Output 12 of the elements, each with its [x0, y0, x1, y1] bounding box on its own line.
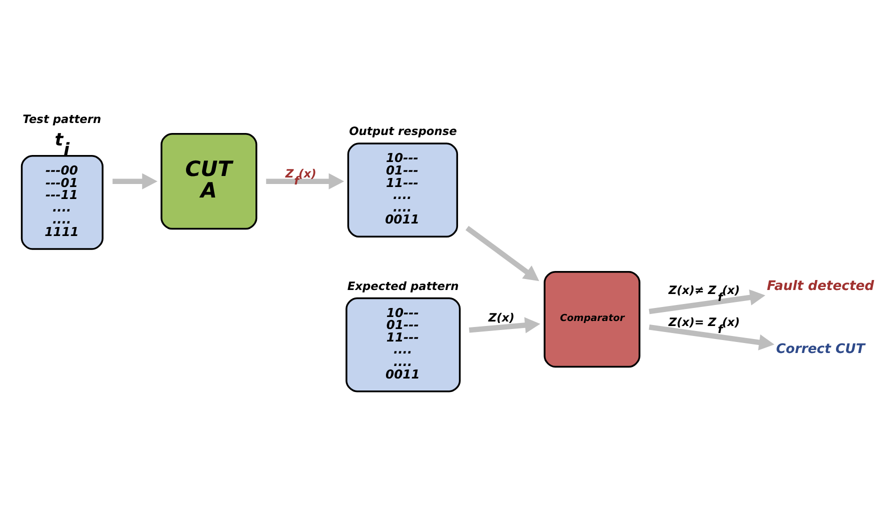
node-text: Fault detected: [766, 278, 874, 294]
node-label: Output response: [349, 124, 457, 138]
arrow: [648, 324, 774, 350]
node-label: Expected pattern: [347, 278, 459, 293]
arrow: [466, 226, 540, 282]
edge-label: Z(x): [488, 310, 514, 324]
arrow: [648, 289, 766, 314]
node-text: Correct CUT: [776, 342, 865, 358]
node-label: Test pattern: [22, 112, 102, 126]
arrow: [266, 173, 344, 190]
arrow: [468, 317, 540, 334]
arrow: [112, 173, 158, 190]
